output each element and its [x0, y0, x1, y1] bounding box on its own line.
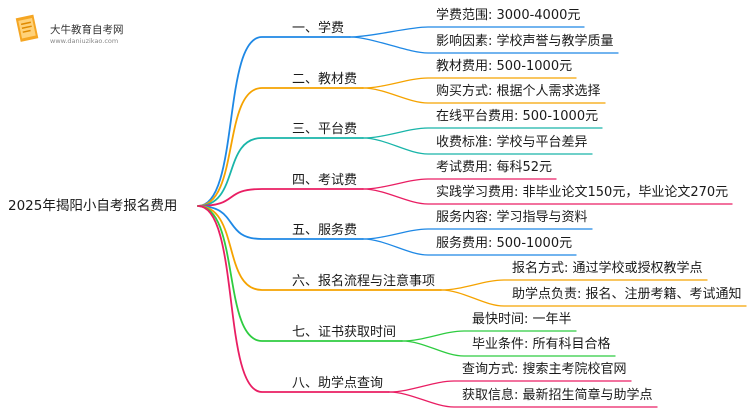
branch-2-label[interactable]: 二、教材费 [292, 72, 358, 87]
connector-branch-5-leaf-2 [362, 238, 577, 256]
branch-4-label[interactable]: 四、考试费 [292, 173, 358, 188]
connector-branch-7-leaf-1 [401, 330, 577, 342]
connector-branch-1-leaf-2 [349, 36, 619, 54]
leaf-7-2[interactable]: 毕业条件: 所有科目合格 [472, 337, 611, 352]
leaf-8-1[interactable]: 查询方式: 搜索主考院校官网 [462, 362, 627, 377]
leaf-7-1[interactable]: 最快时间: 一年半 [472, 312, 572, 327]
leaf-5-1[interactable]: 服务内容: 学习指导与资料 [436, 210, 588, 225]
leaf-1-2[interactable]: 影响因素: 学校声誉与教学质量 [436, 34, 614, 49]
connector-branch-3-leaf-2 [362, 137, 593, 155]
leaf-6-2[interactable]: 助学点负责: 报名、注册考籍、考试通知 [512, 287, 742, 302]
connector-root-branch-6 [197, 205, 442, 291]
connector-root-branch-5 [197, 205, 364, 240]
connector-root-branch-7 [197, 205, 403, 342]
book-icon [15, 14, 39, 42]
leaf-3-2[interactable]: 收费标准: 学校与平台差异 [436, 135, 588, 150]
logo-title: 大牛教育自考网 [50, 24, 124, 36]
root-topic[interactable]: 2025年揭阳小自考报名费用 [8, 198, 178, 214]
branch-8-label[interactable]: 八、助学点查询 [292, 376, 384, 391]
leaf-5-2[interactable]: 服务费用: 500-1000元 [436, 236, 573, 251]
connector-branch-1-leaf-1 [349, 26, 585, 38]
leaf-4-1[interactable]: 考试费用: 每科52元 [436, 160, 553, 175]
branch-1-label[interactable]: 一、学费 [292, 21, 345, 36]
connector-branch-2-leaf-1 [362, 77, 577, 89]
connector-branch-8-leaf-2 [388, 391, 658, 408]
leaf-1-1[interactable]: 学费范围: 3000-4000元 [436, 8, 581, 23]
connector-branch-4-leaf-2 [362, 188, 733, 205]
connector-branch-8-leaf-1 [388, 380, 632, 393]
connector-branch-7-leaf-2 [401, 340, 616, 357]
logo-url: www.daniuzikao.com [50, 37, 119, 45]
branch-3-label[interactable]: 三、平台费 [292, 122, 358, 137]
leaf-3-1[interactable]: 在线平台费用: 500-1000元 [436, 109, 599, 124]
site-logo[interactable]: 大牛教育自考网 www.daniuzikao.com [8, 6, 138, 45]
branch-6-label[interactable]: 六、报名流程与注意事项 [292, 274, 436, 289]
connector-root-branch-1 [197, 36, 351, 207]
leaf-4-2[interactable]: 实践学习费用: 非毕业论文150元，毕业论文270元 [436, 185, 729, 200]
connector-branch-6-leaf-2 [440, 289, 747, 307]
leaf-2-2[interactable]: 购买方式: 根据个人需求选择 [436, 84, 601, 99]
connector-branch-2-leaf-2 [362, 87, 606, 104]
connector-branch-4-leaf-1 [362, 178, 557, 190]
connector-root-branch-8 [197, 205, 390, 393]
connector-branch-6-leaf-1 [440, 279, 708, 291]
leaf-8-2[interactable]: 获取信息: 最新招生简章与助学点 [462, 388, 653, 403]
connector-branch-3-leaf-1 [362, 127, 603, 139]
branch-5-label[interactable]: 五、服务费 [292, 223, 358, 238]
connector-root-branch-2 [197, 87, 364, 207]
connector-branch-5-leaf-1 [362, 228, 593, 240]
branch-7-label[interactable]: 七、证书获取时间 [292, 325, 397, 340]
leaf-6-1[interactable]: 报名方式: 通过学校或授权教学点 [512, 261, 703, 276]
leaf-2-1[interactable]: 教材费用: 500-1000元 [436, 59, 573, 74]
connector-root-branch-3 [197, 137, 364, 207]
connector-root-branch-4 [197, 188, 364, 207]
